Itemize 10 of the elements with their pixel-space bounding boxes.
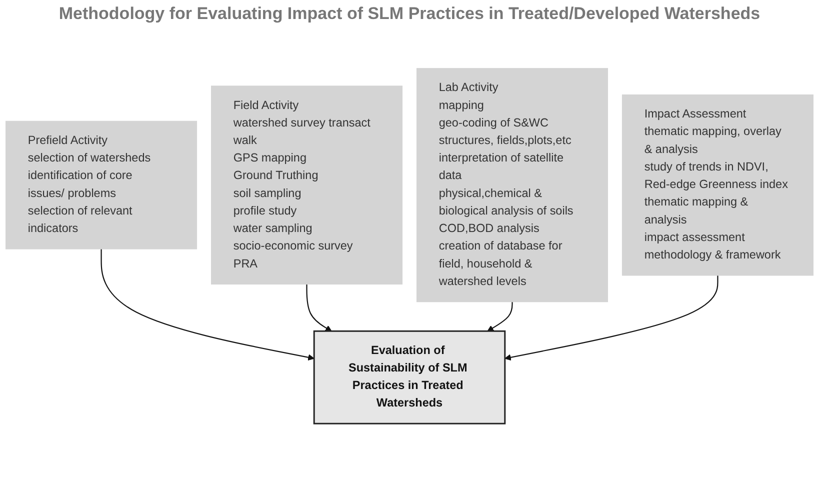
- node-box: Prefield Activity selection of watersheds identification of core issues/ problems selection of relevant indicators: [6, 120, 198, 250]
- node-box: Impact Assessment thematic mapping, overlay & analysis study of trends in NDVI, Red-edge Greenness index thematic mapping & analysis impact assessment methodology & framework: [622, 94, 814, 276]
- arrow: [100, 248, 314, 361]
- arrow: [504, 275, 718, 361]
- arrow: [306, 284, 332, 332]
- node-box: Lab Activity mapping geo-coding of S&WC structures, fields,plots,etc interpretation of satellite data physical,chemical & biological analysis of soils COD,BOD analysis creation of database for field, household & watershed levels: [416, 68, 608, 302]
- arrow: [487, 302, 513, 332]
- node-box: Evaluation of Sustainability of SLM Practices in Treated Watersheds: [313, 330, 506, 424]
- node-box: Field Activity watershed survey transact walk GPS mapping Ground Truthing soil sampling profile study water sampling socio-economic survey PRA: [210, 86, 403, 285]
- diagram-title: Methodology for Evaluating Impact of SLM Practices in Treated/Developed Watersheds: [58, 4, 762, 24]
